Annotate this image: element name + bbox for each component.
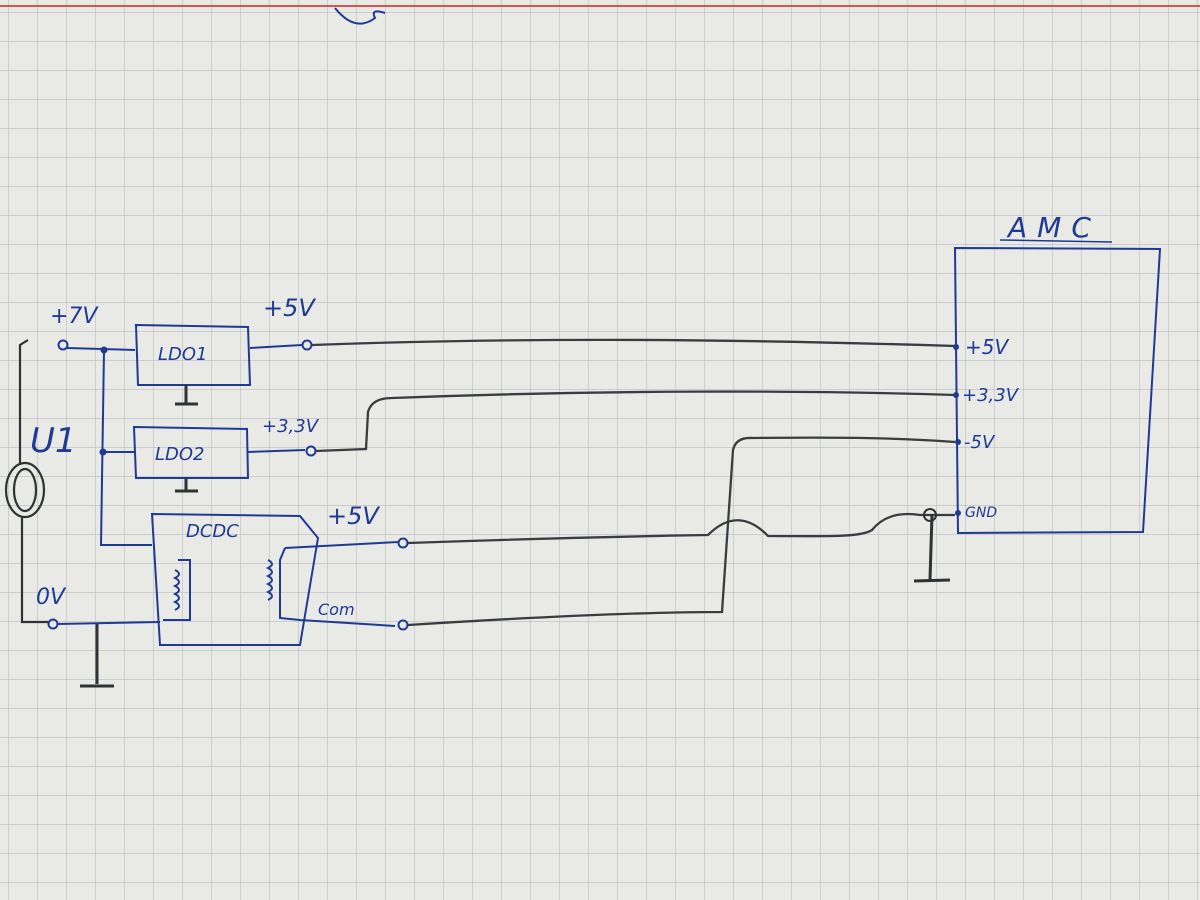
amc-title: AMC: [1006, 211, 1101, 244]
heading-scribble: [334, 7, 386, 25]
dcdc-plus5v-terminal: [397, 537, 409, 549]
dcdc-com-label: Com: [318, 600, 355, 619]
amc-pin-label: -5V: [964, 432, 996, 453]
amc-pin-label: +5V: [965, 335, 1009, 359]
dcdc-block: [150, 512, 399, 646]
ldo2-label: LDO2: [155, 444, 205, 465]
voltage-source-u1: [4, 339, 48, 624]
ldo2-output-label: +3,3V: [262, 416, 320, 437]
ldo1-ground: [175, 385, 198, 406]
wire-plus5v: [311, 338, 956, 348]
dcdc-com-terminal: [397, 619, 409, 631]
zero-volt-label: 0V: [36, 585, 67, 610]
junction-dot: [100, 346, 108, 354]
dcdc-label: DCDC: [186, 521, 239, 542]
ldo2-block: [132, 425, 306, 479]
amc-title-underline: [999, 239, 1113, 243]
amc-pin-label: +3,3V: [962, 385, 1020, 406]
ldo1-output-label: +5V: [263, 294, 316, 322]
ldo1-block: [134, 323, 303, 386]
wire-dcdc-plus5v: [407, 512, 955, 545]
ldo1-label: LDO1: [158, 344, 208, 365]
dcdc-plus5v-label: +5V: [327, 502, 380, 530]
plus7v-terminal: [57, 339, 69, 351]
wire-dcdc-com: [407, 436, 956, 627]
junction-dot: [99, 448, 107, 456]
ground-symbol-left: [80, 624, 114, 688]
ldo2-ground: [175, 478, 198, 493]
amc-block: [953, 246, 1162, 535]
wire-plus3v3: [315, 390, 956, 453]
source-label: U1: [30, 421, 77, 461]
ldo2-output-terminal: [305, 445, 317, 457]
plus7v-label: +7V: [50, 304, 99, 329]
ldo1-output-terminal: [301, 339, 313, 351]
pencil-wires: [311, 338, 956, 627]
ground-symbol-right: [913, 508, 951, 583]
amc-pin-dots: [953, 344, 961, 516]
amc-pin-label: GND: [965, 505, 997, 521]
